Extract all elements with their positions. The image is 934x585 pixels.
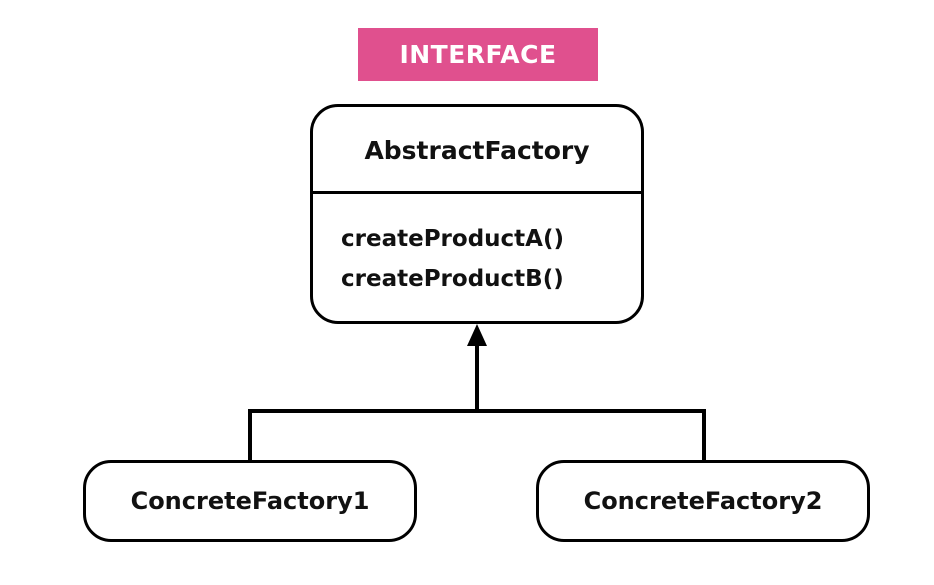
concrete-factory-1-box: ConcreteFactory1 (83, 460, 417, 542)
concrete-factory-2-box: ConcreteFactory2 (536, 460, 870, 542)
interface-tag: INTERFACE (358, 28, 598, 81)
method-create-product-b: createProductB() (341, 266, 564, 292)
method-create-product-a: createProductA() (341, 226, 564, 252)
class-methods-list: createProductA() createProductB() (341, 219, 621, 299)
inheritance-arrowhead (467, 324, 487, 346)
concrete-factory-2-name: ConcreteFactory2 (583, 487, 823, 515)
abstract-factory-class-name: AbstractFactory (364, 135, 590, 165)
concrete-factory-1-name: ConcreteFactory1 (130, 487, 370, 515)
abstract-factory-class-box: AbstractFactory createProductA() createP… (310, 104, 644, 324)
class-divider (313, 191, 641, 194)
